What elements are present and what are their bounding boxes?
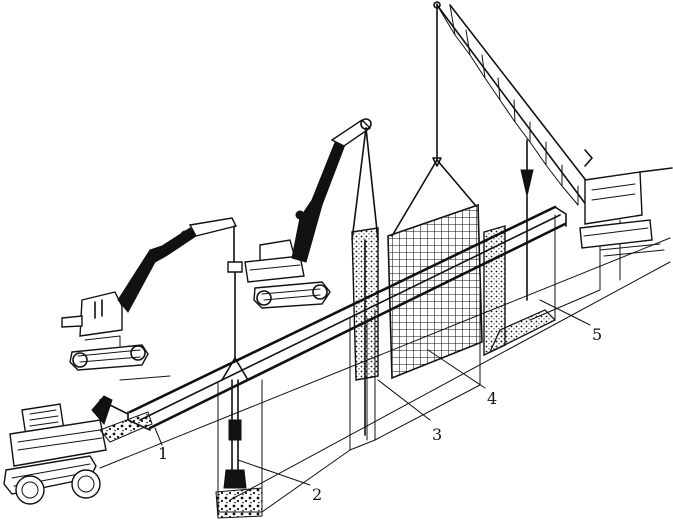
label-4: 4 bbox=[487, 389, 497, 408]
label-1: 1 bbox=[158, 444, 168, 463]
finished-wall-panel bbox=[483, 225, 557, 357]
guide-wall bbox=[99, 205, 671, 501]
label-5: 5 bbox=[592, 325, 602, 344]
leader-lines bbox=[154, 299, 591, 486]
excavator-left-icon bbox=[61, 217, 249, 489]
bulldozer-icon bbox=[3, 395, 153, 505]
crawler-crane-icon bbox=[436, 4, 673, 301]
trench-bottom-rubble bbox=[215, 487, 263, 519]
label-2: 2 bbox=[312, 485, 322, 504]
steel-reinforcement-cage-icon bbox=[387, 1, 483, 380]
label-3: 3 bbox=[432, 425, 442, 444]
concrete-tremie-panel bbox=[351, 227, 379, 436]
excavator-middle-icon bbox=[244, 118, 379, 309]
